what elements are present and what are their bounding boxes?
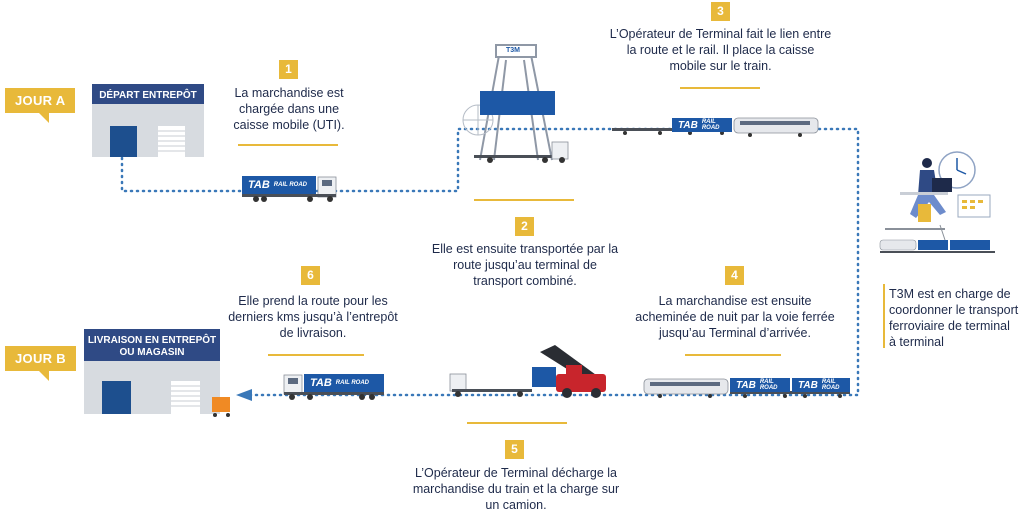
tab-logo: TAB: [736, 379, 756, 391]
operator-illustration-icon: [879, 151, 995, 253]
step-4-number: 4: [725, 266, 744, 285]
warehouse-livraison-label: LIVRAISON EN ENTREPÔT OU MAGASIN: [84, 329, 220, 361]
step-5-text: L’Opérateur de Terminal décharge la marc…: [412, 466, 620, 512]
tab-logo: TAB: [798, 379, 818, 391]
step-2-underline: [474, 199, 574, 201]
side-note-bar: [883, 284, 885, 348]
step-2-number: 2: [515, 217, 534, 236]
step-4-underline: [685, 354, 781, 356]
truck-1-icon: [242, 176, 337, 202]
step-1-number: 1: [279, 60, 298, 79]
train-top-icon: [612, 117, 819, 137]
step-2-text: Elle est ensuite transportée par la rout…: [431, 242, 619, 288]
route-path-top: [120, 127, 860, 397]
step-1-text: La marchandise est chargée dans une cais…: [233, 86, 345, 132]
truck-6-icon: [283, 374, 384, 400]
crane-logo: T3M: [506, 47, 520, 54]
truck-5-icon: [449, 373, 532, 397]
crane-truck-icon: [474, 141, 569, 163]
step-6-text: Elle prend la route pour les derniers km…: [228, 294, 398, 340]
tab-logo: TAB: [678, 119, 698, 131]
warehouse-depart-label: DÉPART ENTREPÔT: [92, 84, 204, 104]
step-5-underline: [467, 422, 567, 424]
day-a-tag: JOUR A: [5, 88, 76, 123]
warehouse-depart-icon: [92, 103, 204, 157]
side-note-text: T3M est en charge de coordonner le trans…: [889, 287, 1019, 349]
step-5-number: 5: [505, 440, 524, 459]
tab-logo-sub: RAIL ROAD: [701, 119, 720, 131]
tab-logo-sub: RAIL ROAD: [335, 380, 370, 386]
step-3-underline: [680, 87, 760, 89]
step-4-text: La marchandise est ensuite acheminée de …: [635, 294, 835, 340]
tab-logo: TAB: [248, 179, 270, 191]
train-bottom-icon: [643, 378, 850, 398]
step-6-number: 6: [301, 266, 320, 285]
tab-logo: TAB: [310, 377, 332, 389]
warehouse-livraison-icon: [84, 359, 230, 417]
step-1-underline: [238, 144, 338, 146]
tab-logo-sub: RAIL ROAD: [273, 182, 308, 188]
crane-container-icon: [480, 91, 555, 115]
tab-logo-sub: RAIL ROAD: [821, 379, 840, 391]
step-3-text: L’Opérateur de Terminal fait le lien ent…: [609, 27, 832, 73]
tab-logo-sub: RAIL ROAD: [759, 379, 778, 391]
arrow-head-icon: [236, 389, 252, 401]
reach-stacker-icon: [532, 345, 606, 398]
step-6-underline: [268, 354, 364, 356]
day-b-tag: JOUR B: [5, 346, 76, 381]
step-3-number: 3: [711, 2, 730, 21]
